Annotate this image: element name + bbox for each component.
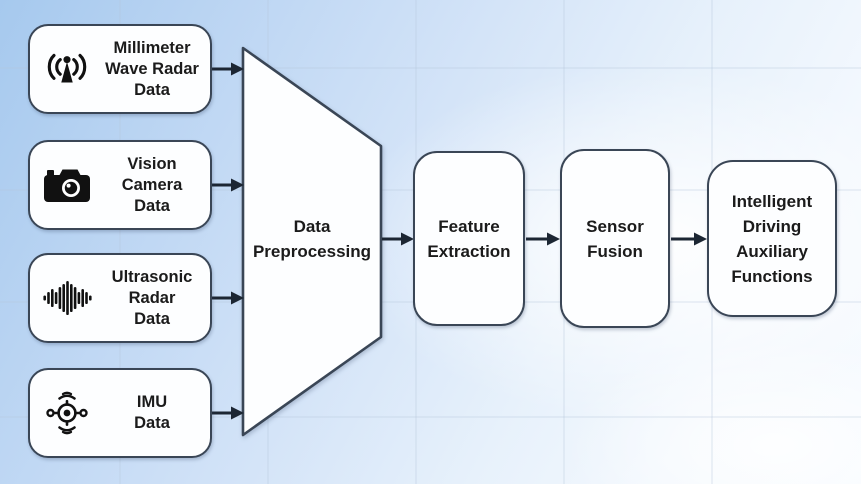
sensor-fusion-node: Sensor Fusion — [560, 149, 670, 328]
intelligent-driving-auxiliary-functions-node: Intelligent Driving Auxiliary Functions — [707, 160, 837, 317]
node-label: IMU Data — [134, 393, 170, 432]
radar-broadcast-icon — [34, 50, 100, 88]
node-label: Vision Camera Data — [121, 154, 183, 215]
node-label: Feature Extraction — [427, 216, 511, 261]
input-node-vision-camera: Vision Camera Data — [28, 140, 212, 230]
feature-extraction-node: Feature Extraction — [413, 151, 525, 326]
data-preprocessing-shape — [241, 46, 383, 437]
node-label: Ultrasonic Radar Data — [111, 267, 193, 328]
arrow-preprocessing-to-feature — [382, 232, 414, 246]
arrow-ultrasonic-to-preprocessing — [212, 291, 244, 305]
soundwave-icon — [34, 278, 100, 318]
arrow-camera-to-preprocessing — [212, 178, 244, 192]
data-preprocessing-label: Data Preprocessing — [252, 217, 372, 261]
arrow-feature-to-fusion — [526, 232, 560, 246]
node-label: Intelligent Driving Auxiliary Functions — [731, 191, 813, 286]
input-node-ultrasonic-radar: Ultrasonic Radar Data — [28, 253, 212, 343]
imu-gyroscope-icon — [34, 390, 100, 436]
input-node-imu: IMU Data — [28, 368, 212, 458]
node-label: Sensor Fusion — [586, 216, 644, 261]
camera-icon — [34, 165, 100, 205]
arrow-fusion-to-auxiliary — [671, 232, 707, 246]
input-node-millimeter-wave-radar: Millimeter Wave Radar Data — [28, 24, 212, 114]
arrow-millimeter-to-preprocessing — [212, 62, 244, 76]
arrow-imu-to-preprocessing — [212, 406, 244, 420]
node-label: Millimeter Wave Radar Data — [105, 38, 199, 99]
